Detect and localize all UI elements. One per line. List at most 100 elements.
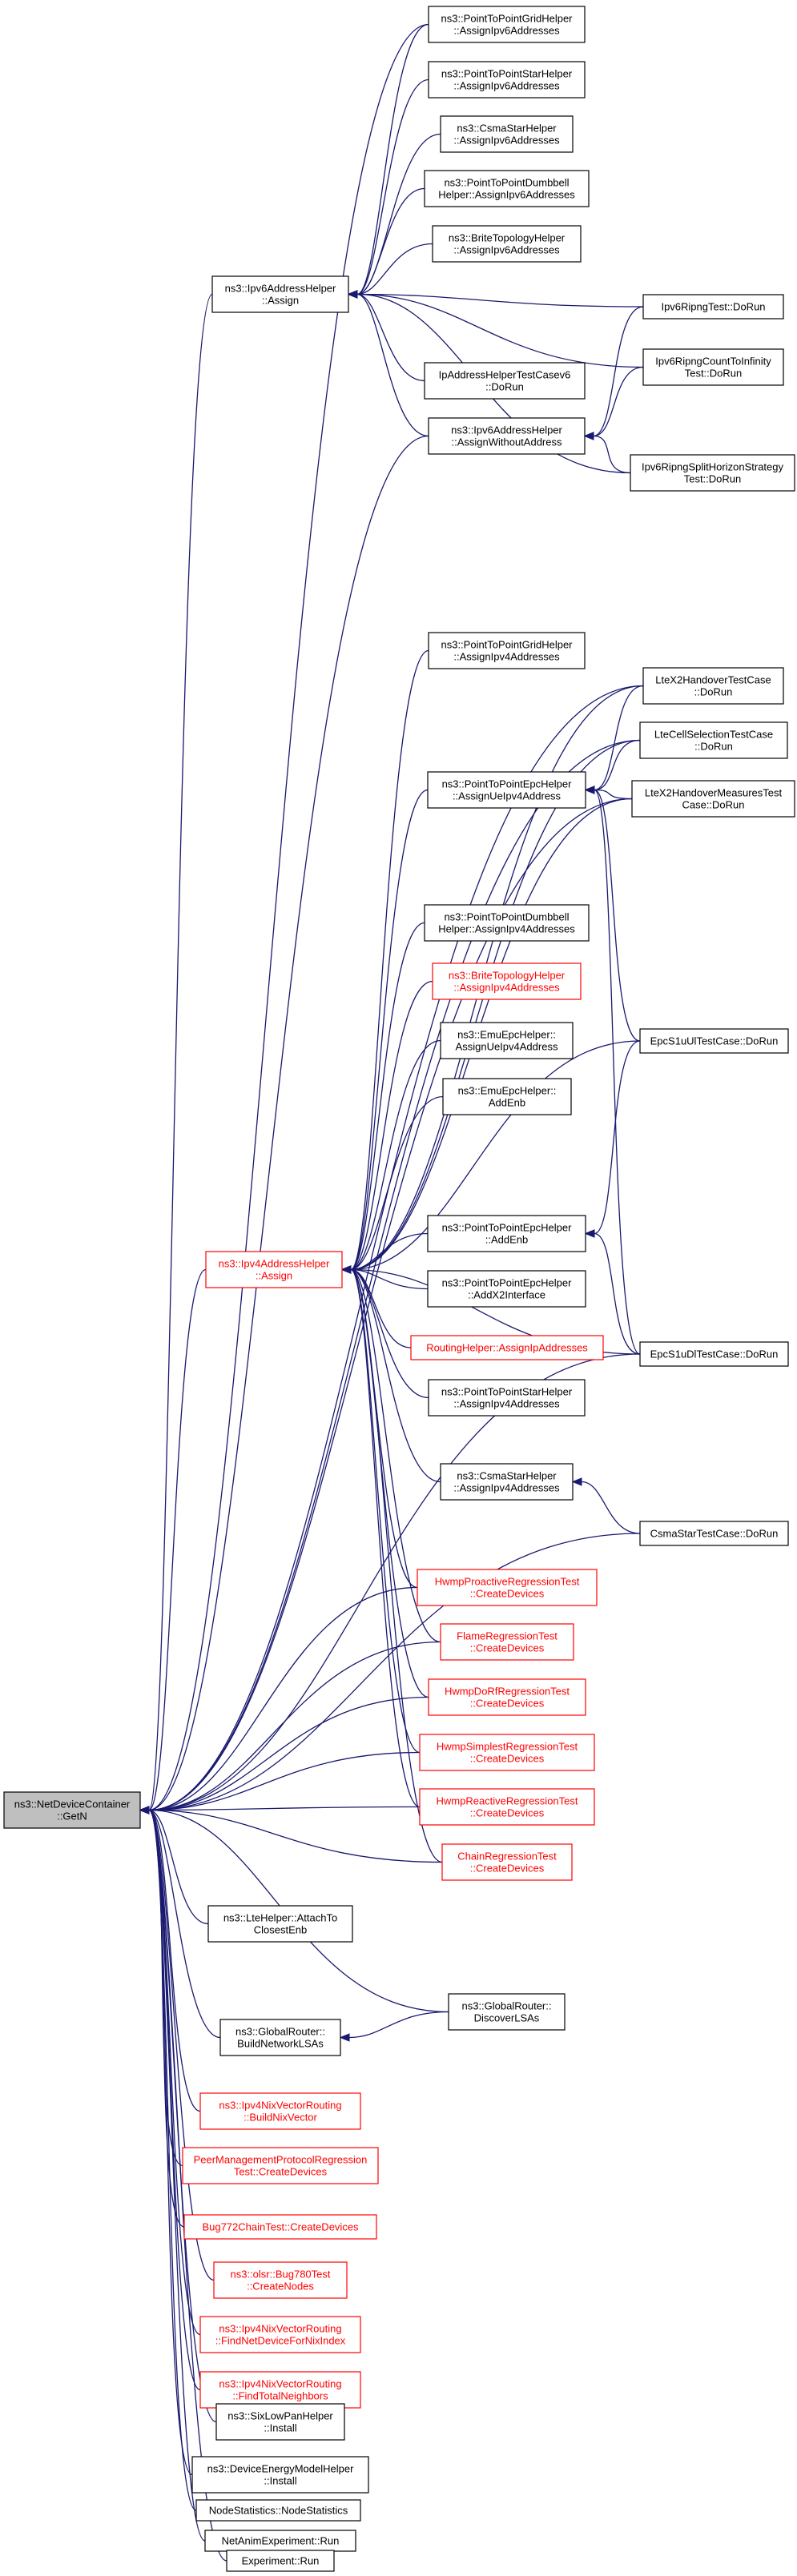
node-box (428, 61, 586, 98)
call-graph-edges (139, 23, 644, 2562)
node-ltecellselectiontestcase-dorun[interactable]: LteCellSelectionTestCase::DoRun (639, 721, 788, 759)
node-ns3-pointtopointepchelper-addenb[interactable]: ns3::PointToPointEpcHelper::AddEnb (427, 1215, 586, 1252)
node-box (204, 2530, 356, 2552)
node-ns3-pointtopointstarhelper-assignipv4addresses[interactable]: ns3::PointToPointStarHelper::AssignIpv4A… (428, 1379, 586, 1417)
node-box (639, 1341, 789, 1367)
node-ns3-ipv6addresshelper-assign[interactable]: ns3::Ipv6AddressHelper::Assign (211, 275, 349, 313)
node-routinghelper-assignipaddresses[interactable]: RoutingHelper::AssignIpAddresses (410, 1335, 604, 1360)
node-ns3-pointtopointstarhelper-assignipv6addresses[interactable]: ns3::PointToPointStarHelper::AssignIpv6A… (428, 61, 586, 98)
node-ns3-csmastarhelper-assignipv6addresses[interactable]: ns3::CsmaStarHelper::AssignIpv6Addresses (440, 115, 574, 153)
node-ns3-pointtopointepchelper-assignueipv4address[interactable]: ns3::PointToPointEpcHelper::AssignUeIpv4… (427, 771, 586, 809)
node-ns3-emuepchelper-assignueipv4address[interactable]: ns3::EmuEpcHelper::AssignUeIpv4Address (440, 1022, 574, 1059)
node-bug772chaintest-createdevices[interactable]: Bug772ChainTest::CreateDevices (183, 2214, 377, 2240)
node-label: ns3::Ipv6AddressHelper (225, 283, 336, 295)
node-ns3-csmastarhelper-assignipv4addresses[interactable]: ns3::CsmaStarHelper::AssignIpv4Addresses (440, 1463, 574, 1501)
node-ns3-globalrouter-buildnetworklsas[interactable]: ns3::GlobalRouter::BuildNetworkLSAs (219, 2019, 341, 2056)
node-label: Test::DoRun (684, 473, 742, 485)
node-label: HwmpReactiveRegressionTest (436, 1795, 578, 1807)
edge-wo-to-ipv6 (356, 293, 429, 437)
node-label: ns3::GlobalRouter:: (461, 2000, 551, 2012)
node-label: ns3::NetDeviceContainer (14, 1798, 131, 1810)
node-label: ::FindNetDeviceForNixIndex (215, 2335, 346, 2347)
node-label: ::AssignIpv6Addresses (453, 80, 560, 92)
edge-iptc6-to-ipv6 (356, 293, 425, 382)
node-label: LteX2HandoverMeasuresTest (645, 787, 783, 799)
node-label: ns3::SixLowPanHelper (227, 2410, 333, 2422)
node-label: ns3::PointToPointDumbbell (444, 177, 569, 189)
node-epcs1uultestcase-dorun[interactable]: EpcS1uUlTestCase::DoRun (639, 1028, 789, 1054)
node-label: Bug772ChainTest::CreateDevices (202, 2221, 359, 2233)
node-ns3-globalrouter-discoverlsas[interactable]: ns3::GlobalRouter::DiscoverLSAs (448, 1993, 566, 2031)
node-hwmpreactiveregressiontest-createdevices[interactable]: HwmpReactiveRegressionTest::CreateDevice… (419, 1788, 595, 1826)
node-label: ::CreateDevices (470, 1588, 545, 1600)
node-label: ::CreateDevices (470, 1642, 545, 1654)
node-ltex2handovertestcase-dorun[interactable]: LteX2HandoverTestCase::DoRun (642, 667, 784, 705)
node-epcs1udltestcase-dorun[interactable]: EpcS1uDlTestCase::DoRun (639, 1341, 789, 1367)
call-graph-nodes: ns3::NetDeviceContainer::GetN ns3::Ipv6Ad… (3, 6, 795, 2572)
node-box (440, 115, 574, 153)
node-ns3-ipv6addresshelper-assignwithoutaddress[interactable]: ns3::Ipv6AddressHelper::AssignWithoutAdd… (428, 417, 586, 455)
edge-epcdl-to-epcue (594, 789, 641, 1355)
node-label: ::AddX2Interface (468, 1289, 545, 1301)
node-nodestatistics-nodestatistics[interactable]: NodeStatistics::NodeStatistics (195, 2499, 361, 2522)
node-hwmpproactiveregressiontest-createdevices[interactable]: HwmpProactiveRegressionTest::CreateDevic… (417, 1569, 598, 1606)
edge-epcdl-to-epcue-arrowhead (584, 786, 595, 794)
node-ns3-britetopologyhelper-assignipv4addresses[interactable]: ns3::BriteTopologyHelper::AssignIpv4Addr… (432, 962, 582, 1000)
node-label: Ipv6RipngCountToInfinity (655, 356, 771, 368)
node-label: ::Install (264, 2422, 296, 2434)
node-label: ::AssignIpv6Addresses (453, 244, 560, 256)
node-chainregressiontest-createdevices[interactable]: ChainRegressionTest::CreateDevices (441, 1843, 573, 1881)
node-label: Ipv6RipngTest::DoRun (661, 301, 765, 313)
edge-chain-to-ipv4-arrowhead (340, 1265, 352, 1274)
edge-emuenb-to-ipv4 (350, 1095, 444, 1271)
node-label: ::AssignIpv4Addresses (453, 1398, 560, 1410)
edge-ltecs-to-ipv4 (350, 739, 641, 1271)
node-ns3-ipv4addresshelper-assign[interactable]: ns3::Ipv4AddressHelper::Assign (205, 1251, 343, 1288)
node-netanimexperiment-run[interactable]: NetAnimExperiment::Run (204, 2530, 356, 2552)
node-peermanagementprotocolregression-test-createdevices[interactable]: PeerManagementProtocolRegressionTest::Cr… (182, 2147, 379, 2184)
node-ns3-ipv4nixvectorrouting-findnetdevicefornixindex[interactable]: ns3::Ipv4NixVectorRouting::FindNetDevice… (199, 2316, 361, 2353)
node-ns3-emuepchelper-addenb[interactable]: ns3::EmuEpcHelper::AddEnb (442, 1078, 572, 1115)
edge-flame-to-ipv4 (350, 1268, 441, 1643)
node-label: Test::DoRun (685, 368, 743, 380)
node-ns3-pointtopointgridhelper-assignipv4addresses[interactable]: ns3::PointToPointGridHelper::AssignIpv4A… (428, 632, 586, 669)
node-label: ::AssignIpv6Addresses (453, 25, 560, 37)
node-ns3-sixlowpanhelper-install[interactable]: ns3::SixLowPanHelper::Install (215, 2403, 345, 2441)
node-ns3-pointtopointdumbbell-helper-assignipv4addresses[interactable]: ns3::PointToPointDumbbellHelper::AssignI… (424, 904, 590, 942)
node-ns3-pointtopointgridhelper-assignipv6addresses[interactable]: ns3::PointToPointGridHelper::AssignIpv6A… (428, 6, 586, 43)
node-experiment-run[interactable]: Experiment::Run (226, 2550, 335, 2572)
node-box (205, 1251, 343, 1288)
node-ipv6ripngtest-dorun[interactable]: Ipv6RipngTest::DoRun (642, 294, 784, 319)
node-box (440, 1463, 574, 1501)
edge-hwre-to-root (148, 1806, 421, 1811)
node-ns3-olsr-bug780test-createnodes[interactable]: ns3::olsr::Bug780Test::CreateNodes (213, 2261, 348, 2299)
node-ns3-britetopologyhelper-assignipv6addresses[interactable]: ns3::BriteTopologyHelper::AssignIpv6Addr… (432, 225, 582, 263)
node-flameregressiontest-createdevices[interactable]: FlameRegressionTest::CreateDevices (440, 1623, 574, 1661)
node-ns3-netdevicecontainer-getn[interactable]: ns3::NetDeviceContainer::GetN (3, 1791, 141, 1829)
node-box (630, 454, 795, 492)
node-box (642, 667, 784, 705)
edge-brite6-to-ipv6 (356, 243, 433, 295)
node-ns3-ipv4nixvectorrouting-buildnixvector[interactable]: ns3::Ipv4NixVectorRouting::BuildNixVecto… (199, 2092, 361, 2130)
node-ns3-deviceenergymodelhelper-install[interactable]: ns3::DeviceEnergyModelHelper::Install (191, 2456, 369, 2494)
node-csmastartestcase-dorun[interactable]: CsmaStarTestCase::DoRun (639, 1521, 789, 1546)
node-ns3-pointtopointepchelper-addx2interface[interactable]: ns3::PointToPointEpcHelper::AddX2Interfa… (427, 1270, 586, 1308)
node-label: ns3::EmuEpcHelper:: (457, 1029, 556, 1041)
node-label: LteCellSelectionTestCase (654, 729, 773, 741)
node-label: Helper::AssignIpv6Addresses (438, 189, 575, 201)
node-label: ns3::DeviceEnergyModelHelper (207, 2463, 354, 2475)
edge-emu-to-ipv4 (350, 1039, 441, 1271)
node-box (419, 1788, 595, 1826)
node-ipaddresshelpertestcasev6-dorun[interactable]: IpAddressHelperTestCasev6::DoRun (424, 362, 586, 400)
node-label: AddEnb (489, 1097, 525, 1109)
node-ns3-pointtopointdumbbell-helper-assignipv6addresses[interactable]: ns3::PointToPointDumbbellHelper::AssignI… (424, 170, 590, 207)
node-hwmpsimplestregressiontest-createdevices[interactable]: HwmpSimplestRegressionTest::CreateDevice… (419, 1734, 595, 1771)
node-box (432, 962, 582, 1000)
node-ns3-ipv4nixvectorrouting-findtotalneighbors[interactable]: ns3::Ipv4NixVectorRouting::FindTotalNeig… (199, 2371, 361, 2409)
node-hwmpdorfregressiontest-createdevices[interactable]: HwmpDoRfRegressionTest::CreateDevices (428, 1678, 586, 1716)
